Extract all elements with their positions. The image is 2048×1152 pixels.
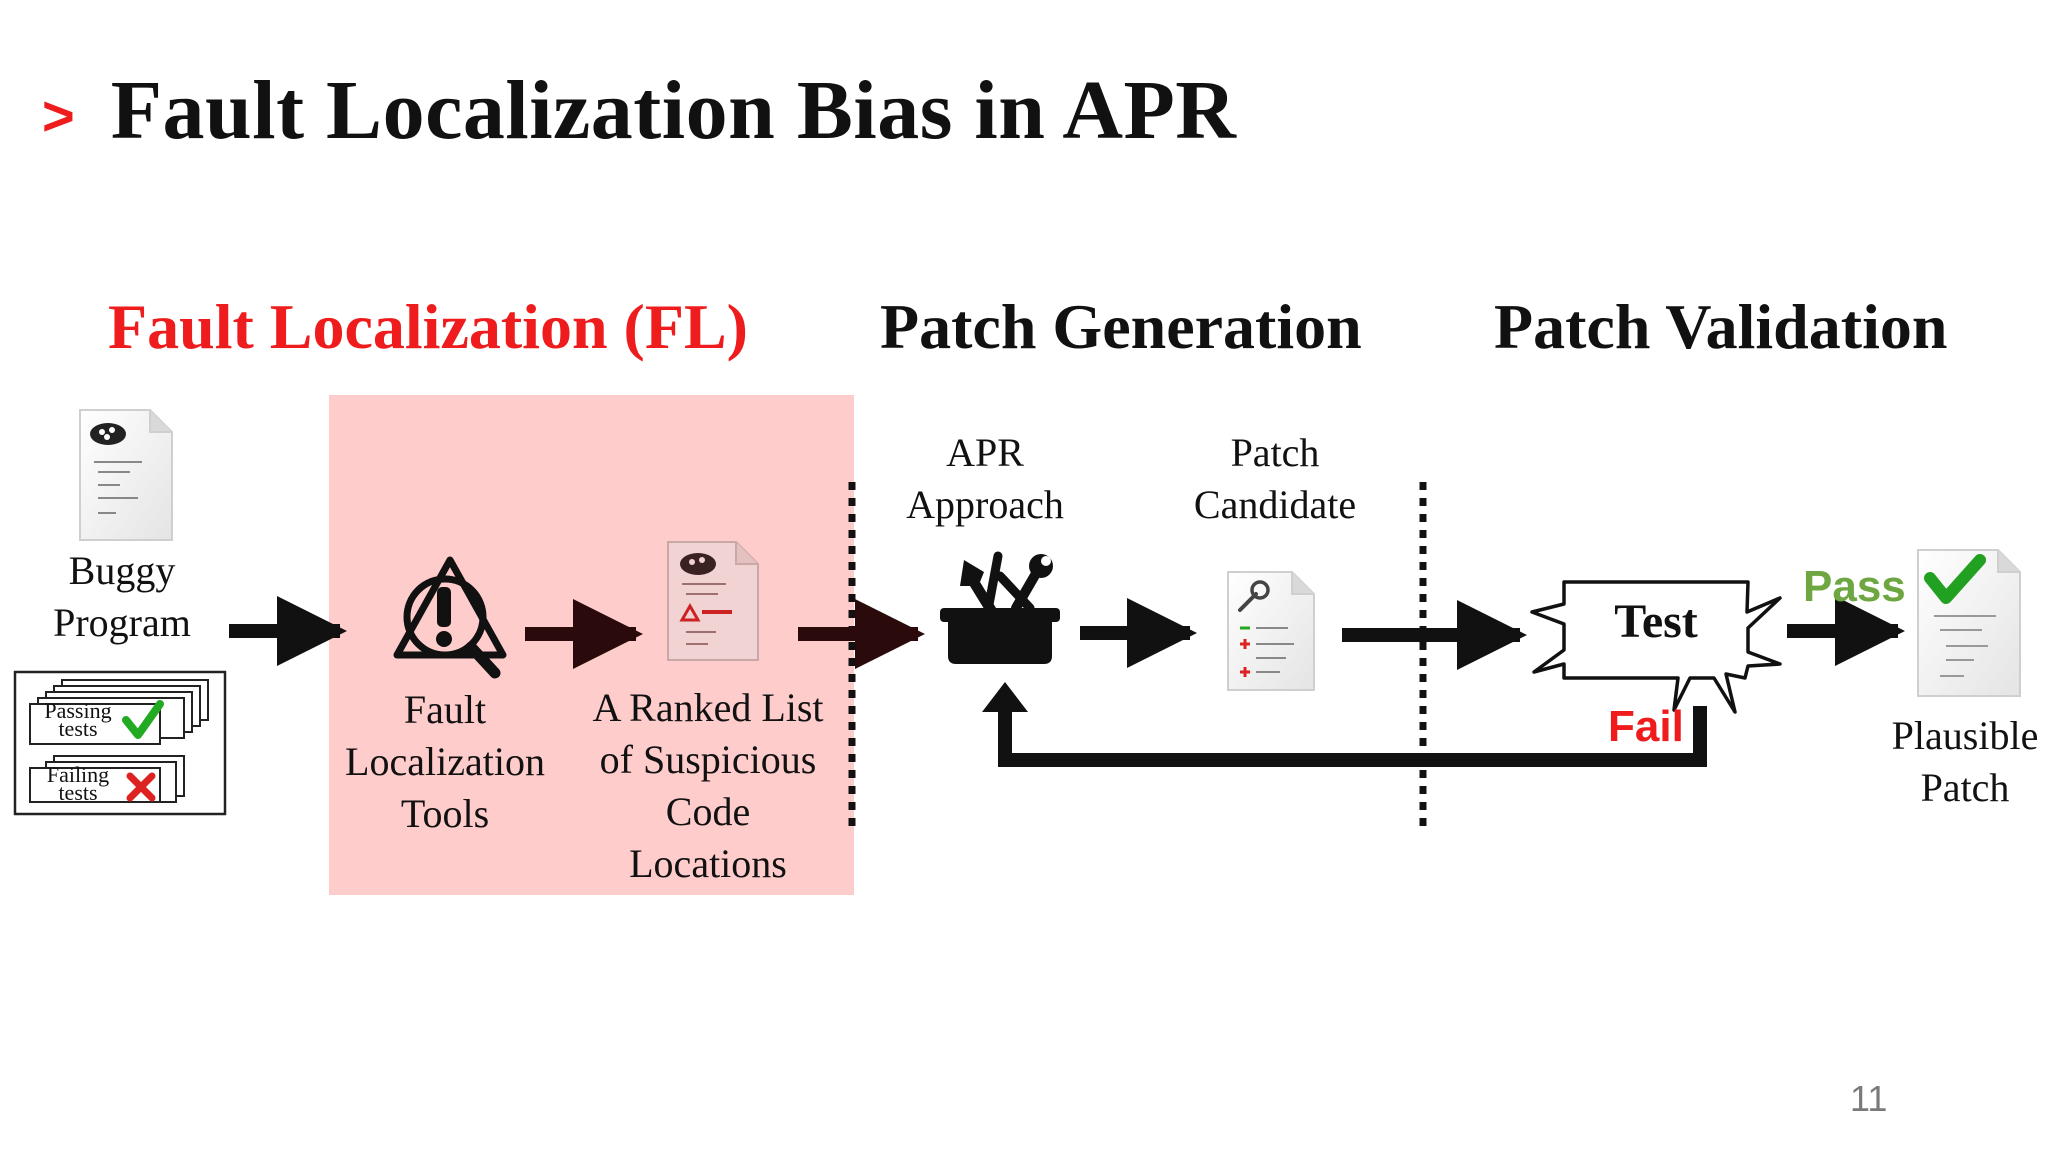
checkmark-document-icon xyxy=(1917,549,2021,697)
buggy-program-label: Buggy Program xyxy=(53,548,191,645)
tests-box xyxy=(13,670,227,816)
bug-warning-document-icon xyxy=(667,541,759,661)
apr-approach-label: APR Approach xyxy=(906,430,1064,527)
slide-title: Fault Localization Bias in APR xyxy=(110,63,1237,157)
fl-tools-label: Fault Localization Tools xyxy=(345,687,545,836)
warning-magnifier-icon xyxy=(393,556,507,679)
arrow-fail-feedback xyxy=(998,705,1707,767)
passing-tests-stack xyxy=(29,679,209,745)
arrow-fail-feedback-head xyxy=(982,682,1028,712)
fail-label: Fail xyxy=(1608,702,1684,751)
checkmark-icon xyxy=(122,700,164,739)
wrench-document-icon xyxy=(1227,571,1315,691)
title-marker: > xyxy=(42,83,75,147)
bug-document-icon xyxy=(79,409,173,541)
section-heading-patch-validation: Patch Validation xyxy=(1494,291,1948,362)
ranked-list-label: A Ranked List of Suspicious Code Locatio… xyxy=(592,685,824,886)
page-number: 11 xyxy=(1850,1078,1888,1119)
section-heading-fault-localization: Fault Localization (FL) xyxy=(108,291,748,362)
failing-tests-label: Failing tests xyxy=(46,762,110,805)
toolbox-icon xyxy=(940,551,1060,664)
patch-candidate-label: Patch Candidate xyxy=(1193,430,1357,527)
failing-tests-stack xyxy=(29,755,185,803)
cross-icon xyxy=(126,772,156,802)
plausible-patch-label: Plausible Patch xyxy=(1891,713,2039,810)
test-node xyxy=(1530,580,1782,714)
section-heading-patch-generation: Patch Generation xyxy=(880,291,1362,362)
pass-label: Pass xyxy=(1803,562,1906,611)
passing-tests-label: Passing tests xyxy=(44,698,112,741)
slide-title-row: > Fault Localization Bias in APR xyxy=(42,55,1236,165)
test-label: Test xyxy=(1614,595,1698,648)
